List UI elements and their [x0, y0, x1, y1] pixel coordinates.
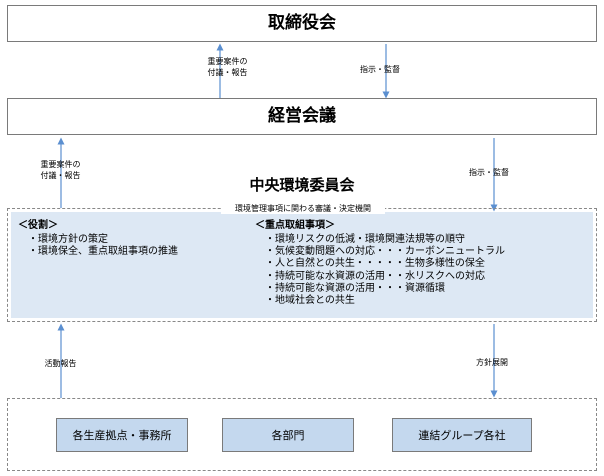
- report-up-label-1: 重要案件の 付議・報告: [207, 57, 248, 77]
- activity-report-label: 活動報告: [44, 359, 77, 368]
- priorities-list: ・環境リスクの低減・環境関連法規等の順守 ・気候変動問題への対応・・・カーボンニ…: [255, 234, 585, 307]
- board-box: 取締役会: [7, 5, 597, 42]
- priorities-item: ・気候変動問題への対応・・・カーボンニュートラル: [265, 246, 505, 258]
- report-up-label-2: 重要案件の 付議・報告: [40, 160, 81, 180]
- priorities-item: ・持続可能な水資源の活用・・水リスクへの対応: [265, 270, 485, 282]
- instruct-down-label-1: 指示・監督: [360, 65, 400, 74]
- roles-item: ・環境方針の策定: [28, 234, 108, 245]
- unit-production-sites: 各生産拠点・事務所: [56, 418, 188, 452]
- roles-section: ＜役割＞ ・環境方針の策定 ・環境保全、重点取組事項の推進: [18, 220, 238, 258]
- management-label: 経営会議: [268, 106, 336, 126]
- committee-title: 中央環境委員会: [249, 176, 355, 194]
- priorities-item: ・人と自然との共生・・・・・生物多様性の保全: [265, 258, 485, 270]
- organization-box: 各生産拠点・事務所 各部門 連結グループ各社: [7, 398, 597, 471]
- committee-panel: [11, 212, 593, 318]
- priorities-header: ＜重点取組事項＞: [255, 220, 335, 231]
- priorities-item: ・環境リスクの低減・環境関連法規等の順守: [265, 234, 465, 245]
- board-label: 取締役会: [268, 13, 336, 33]
- management-box: 経営会議: [7, 98, 597, 135]
- priorities-item: ・地域社会との共生: [265, 295, 355, 307]
- priorities-section: ＜重点取組事項＞ ・環境リスクの低減・環境関連法規等の順守 ・気候変動問題への対…: [255, 220, 585, 307]
- policy-deploy-label: 方針展開: [476, 358, 508, 367]
- committee-subtitle: 環境管理事項に関わる審議・決定機関: [221, 203, 385, 214]
- unit-group-companies: 連結グループ各社: [392, 418, 532, 452]
- roles-list: ・環境方針の策定 ・環境保全、重点取組事項の推進: [18, 234, 238, 258]
- roles-header: ＜役割＞: [18, 220, 58, 231]
- roles-item: ・環境保全、重点取組事項の推進: [28, 246, 178, 258]
- instruct-down-label-2: 指示・監督: [469, 168, 509, 177]
- priorities-item: ・持続可能な資源の活用・・・資源循環: [265, 282, 445, 294]
- unit-departments: 各部門: [222, 418, 354, 452]
- committee-box: 環境管理事項に関わる審議・決定機関 ＜役割＞ ・環境方針の策定 ・環境保全、重点…: [7, 203, 597, 322]
